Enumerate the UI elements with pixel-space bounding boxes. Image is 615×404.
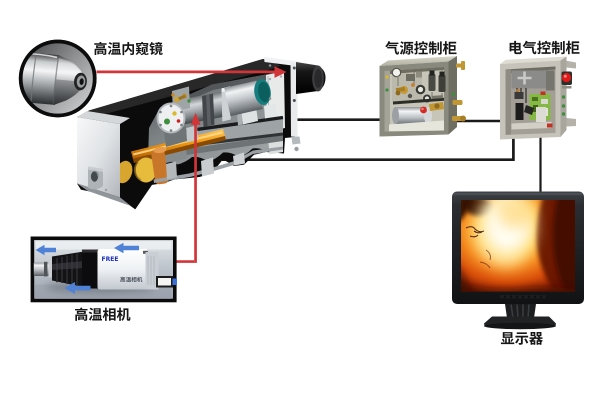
camera-body-text: 高温相机 — [120, 276, 143, 282]
housing-left-face — [77, 111, 131, 206]
airflow-arrow-top-left — [35, 244, 56, 256]
air-cabinet-fittings — [451, 61, 466, 122]
airflow-arrow-top-middle — [114, 242, 139, 254]
labels: 高温内窥镜 气源控制柜 电气控制柜 高温相机 显示器 — [74, 40, 580, 345]
endoscope-label: 高温内窥镜 — [94, 41, 163, 56]
support-brackets — [153, 146, 283, 183]
electric-cabinet-label: 电气控制柜 — [509, 40, 580, 55]
flange-disc — [157, 103, 185, 133]
arrow-endoscope-to-flange — [96, 66, 287, 78]
monitor — [452, 191, 584, 330]
camera-photo: FREE 高温相机 — [30, 236, 177, 303]
line-housing-to-electric-cabinet — [222, 135, 515, 162]
arrow-camera-to-housing — [176, 112, 201, 263]
brass-fittings — [171, 93, 191, 103]
monitor-buttons — [500, 295, 546, 299]
wall-flange — [264, 57, 301, 152]
camera-label: 高温相机 — [74, 307, 131, 321]
main-tube — [224, 80, 263, 117]
emergency-stop-button — [561, 72, 572, 83]
protective-housing — [77, 57, 326, 210]
camera-logo: FREE — [102, 256, 119, 263]
electric-components — [511, 70, 555, 130]
air-control-cabinet — [379, 56, 466, 137]
electric-cabinet-top — [500, 56, 567, 64]
mount-foot — [88, 166, 103, 190]
red-knob — [420, 106, 427, 114]
camera-device — [33, 249, 177, 290]
monitor-stand — [484, 304, 556, 330]
monitor-screen — [461, 200, 575, 292]
airflow-arrows — [35, 242, 139, 294]
air-cabinet-top — [379, 56, 457, 66]
monitor-label: 显示器 — [500, 332, 543, 345]
red-arrows — [96, 66, 287, 263]
furnace-sleeve — [296, 62, 326, 94]
air-tank — [395, 107, 428, 124]
airflow-arrow-bottom — [64, 282, 91, 294]
electric-cabinet-side-details — [561, 60, 576, 127]
camera-cylinder-assembly — [156, 79, 271, 147]
pneumatic-components — [385, 67, 446, 132]
endoscope-photo — [18, 39, 97, 118]
air-cabinet-label: 气源控制柜 — [385, 41, 457, 55]
electric-control-cabinet — [500, 56, 576, 140]
